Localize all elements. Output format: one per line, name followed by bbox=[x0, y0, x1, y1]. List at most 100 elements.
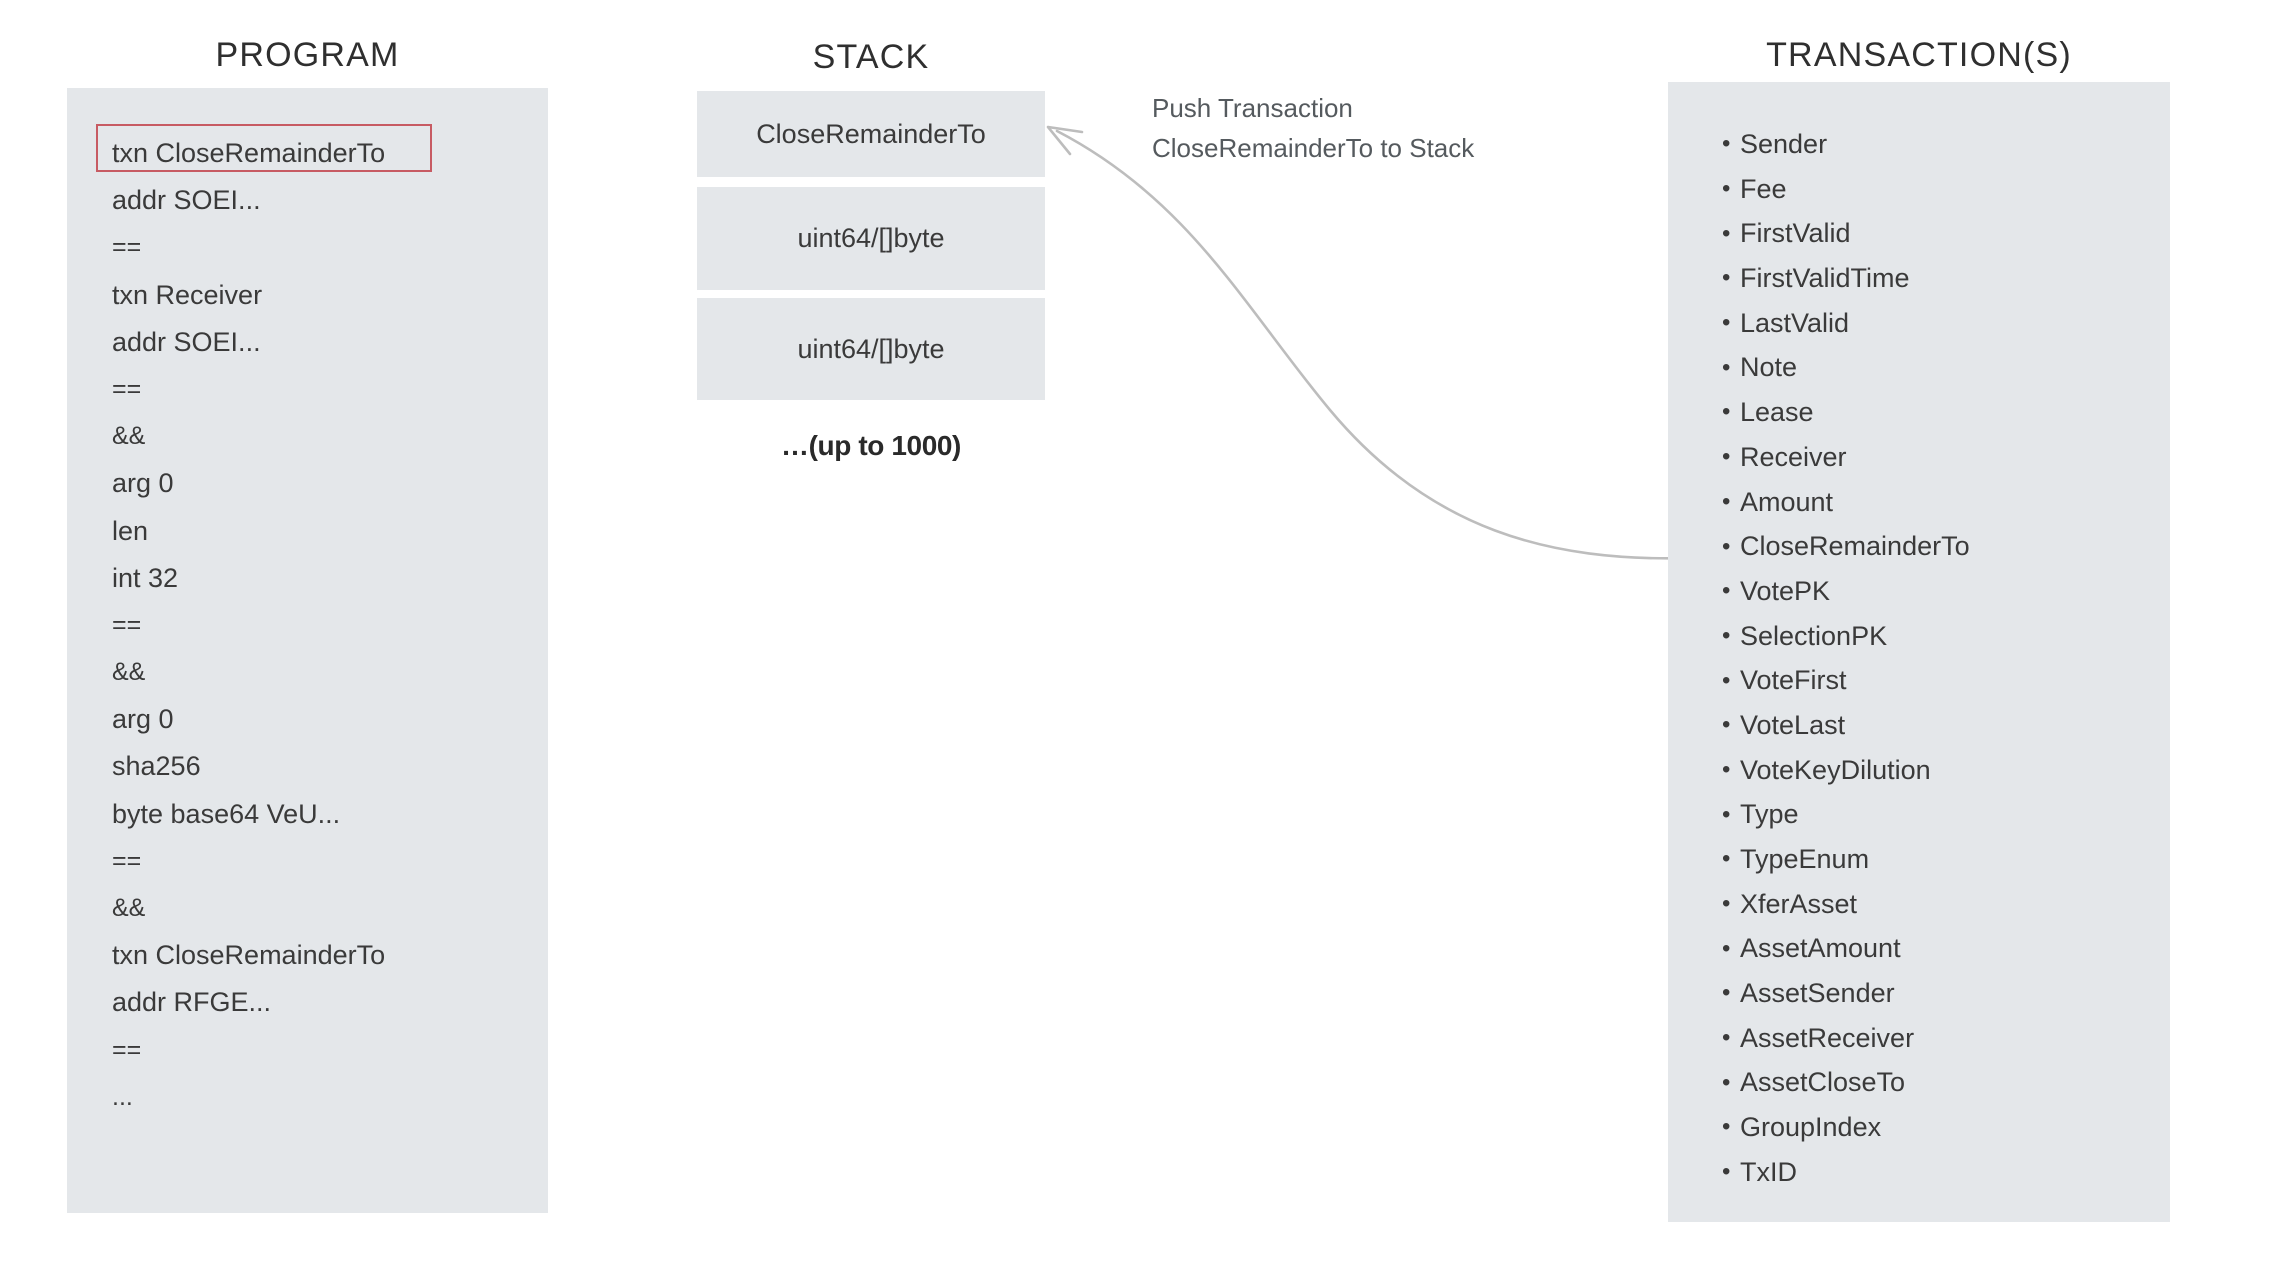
stack-column-header: STACK bbox=[812, 38, 930, 76]
transaction-field-label: GroupIndex bbox=[1740, 1112, 1882, 1143]
transaction-field-item: • Receiver bbox=[1722, 435, 2142, 480]
transaction-field-item: • TxID bbox=[1722, 1150, 2142, 1195]
transaction-field-label: TypeEnum bbox=[1740, 844, 1870, 874]
program-line: txn CloseRemainderTo bbox=[112, 138, 386, 168]
transaction-field-label: AssetAmount bbox=[1740, 933, 1901, 964]
bullet-icon: • bbox=[1722, 309, 1731, 337]
program-line: len bbox=[112, 515, 149, 546]
transaction-field-item: • AssetAmount bbox=[1722, 926, 2142, 971]
transaction-field-item: • VoteKeyDilution bbox=[1722, 748, 2142, 793]
bullet-icon: • bbox=[1722, 800, 1731, 828]
bullet-icon: • bbox=[1722, 845, 1731, 873]
program-panel bbox=[67, 88, 548, 1213]
bullet-icon: • bbox=[1722, 175, 1731, 203]
bullet-icon: • bbox=[1722, 755, 1731, 783]
transaction-field-item: • AssetCloseTo bbox=[1722, 1060, 2142, 1105]
transaction-field-item: •GroupIndex bbox=[1722, 1105, 2142, 1150]
transaction-field-label: Type bbox=[1740, 799, 1799, 830]
transactions-column-header: TRANSACTION(S) bbox=[1766, 36, 2072, 74]
transaction-field-item: • AssetReceiver bbox=[1722, 1016, 2142, 1061]
transaction-field-label: AssetCloseTo bbox=[1740, 1067, 1906, 1098]
transaction-field-label: Lease bbox=[1740, 397, 1814, 428]
transaction-field-item: • Note bbox=[1722, 345, 2142, 390]
bullet-icon: • bbox=[1722, 1024, 1731, 1052]
bullet-icon: • bbox=[1722, 1158, 1731, 1186]
stack-slot-0: CloseRemainderTo bbox=[697, 91, 1045, 177]
transaction-field-item: • TypeEnum bbox=[1722, 837, 2142, 882]
bullet-icon: • bbox=[1722, 934, 1731, 962]
bullet-icon: • bbox=[1722, 890, 1731, 918]
transaction-field-label: CloseRemainderTo bbox=[1740, 531, 1970, 562]
transaction-field-item: •LastValid bbox=[1722, 301, 2142, 346]
bullet-icon: • bbox=[1722, 264, 1731, 292]
stack-slot-2: uint64/[]byte bbox=[697, 298, 1045, 400]
program-line: int 32 bbox=[112, 562, 179, 593]
program-line: txn CloseRemainderTo bbox=[112, 940, 386, 971]
bullet-icon: • bbox=[1722, 577, 1731, 605]
transaction-field-label: Amount bbox=[1740, 486, 1834, 517]
transaction-field-item: • Type bbox=[1722, 792, 2142, 837]
bullet-icon: • bbox=[1722, 711, 1731, 739]
annotation-line-2: CloseRemainderTo to Stack bbox=[1152, 133, 1475, 163]
transaction-field-item: •AssetSender bbox=[1722, 971, 2142, 1016]
program-line: addr SOEI... bbox=[112, 185, 261, 216]
program-line: arg 0 bbox=[112, 704, 174, 735]
program-line: == bbox=[112, 1035, 142, 1064]
bullet-icon: • bbox=[1722, 219, 1731, 247]
program-line: addr RFGE... bbox=[112, 987, 272, 1018]
transaction-field-label: VoteKeyDilution bbox=[1740, 754, 1931, 785]
transaction-field-item: • Amount bbox=[1722, 480, 2142, 525]
transaction-field-list: •Sender•Fee•FirstValid•FirstValidTime•La… bbox=[1722, 122, 2142, 1195]
bullet-icon: • bbox=[1722, 621, 1731, 649]
bullet-icon: • bbox=[1722, 353, 1731, 381]
bullet-icon: • bbox=[1722, 130, 1731, 158]
bullet-icon: • bbox=[1722, 532, 1731, 560]
transaction-field-label: AssetSender bbox=[1740, 978, 1895, 1009]
program-line: && bbox=[112, 422, 146, 451]
push-transaction-arrow bbox=[1046, 125, 1692, 560]
transaction-field-label: Receiver bbox=[1740, 441, 1847, 472]
transaction-field-label: Note bbox=[1740, 352, 1798, 383]
transactions-panel bbox=[1668, 82, 2170, 1222]
transaction-field-label: TxID bbox=[1740, 1156, 1797, 1187]
program-line: == bbox=[112, 374, 142, 403]
program-line: arg 0 bbox=[112, 468, 174, 499]
stack-slot-2-label: uint64/[]byte bbox=[797, 333, 945, 364]
bullet-icon: • bbox=[1722, 1068, 1731, 1096]
transaction-field-item: • FirstValidTime bbox=[1722, 256, 2142, 301]
transaction-field-label: FirstValidTime bbox=[1740, 263, 1910, 294]
transaction-field-label: VoteFirst bbox=[1740, 665, 1847, 696]
transaction-field-label: VoteLast bbox=[1740, 709, 1846, 740]
stack-slot-1-label: uint64/[]byte bbox=[797, 223, 945, 253]
stack-slot-0-label: CloseRemainderTo bbox=[756, 118, 986, 149]
transaction-field-item: •SelectionPK bbox=[1722, 614, 2142, 659]
program-line: sha256 bbox=[112, 751, 201, 782]
transaction-field-label: XferAsset bbox=[1740, 888, 1858, 919]
program-line: txn Receiver bbox=[112, 279, 263, 310]
program-instruction-list: txn CloseRemainderTo addr SOEI... == txn Re… bbox=[112, 130, 472, 1121]
program-line: && bbox=[112, 658, 146, 687]
bullet-icon: • bbox=[1722, 398, 1731, 426]
transaction-field-item: • VoteLast bbox=[1722, 703, 2142, 748]
transaction-field-item: •VotePK bbox=[1722, 569, 2142, 614]
bullet-icon: • bbox=[1722, 487, 1731, 515]
transaction-field-label: AssetReceiver bbox=[1740, 1022, 1915, 1053]
program-line: byte base64 VeU... bbox=[112, 798, 341, 829]
program-line: == bbox=[112, 610, 142, 639]
transaction-field-item: • FirstValid bbox=[1722, 211, 2142, 256]
transaction-field-item: • Lease bbox=[1722, 390, 2142, 435]
transaction-field-item: •Sender bbox=[1722, 122, 2142, 167]
annotation-line-1: Push Transaction bbox=[1152, 93, 1353, 123]
stack-capacity-note: …(up to 1000) bbox=[781, 430, 961, 461]
transaction-field-item: • Fee bbox=[1722, 167, 2142, 212]
push-transaction-annotation: Push Transaction CloseRemainderTo to Sta… bbox=[1152, 88, 1572, 168]
transaction-field-label: Fee bbox=[1740, 173, 1787, 204]
program-line: addr SOEI... bbox=[112, 326, 261, 357]
transaction-field-label: FirstValid bbox=[1740, 218, 1851, 249]
stack-slot-1: uint64/[]byte bbox=[697, 187, 1045, 290]
program-column-header: PROGRAM bbox=[215, 36, 400, 74]
program-line: && bbox=[112, 894, 146, 922]
transaction-field-item: • VoteFirst bbox=[1722, 658, 2142, 703]
bullet-icon: • bbox=[1722, 443, 1731, 471]
bullet-icon: • bbox=[1722, 666, 1731, 694]
